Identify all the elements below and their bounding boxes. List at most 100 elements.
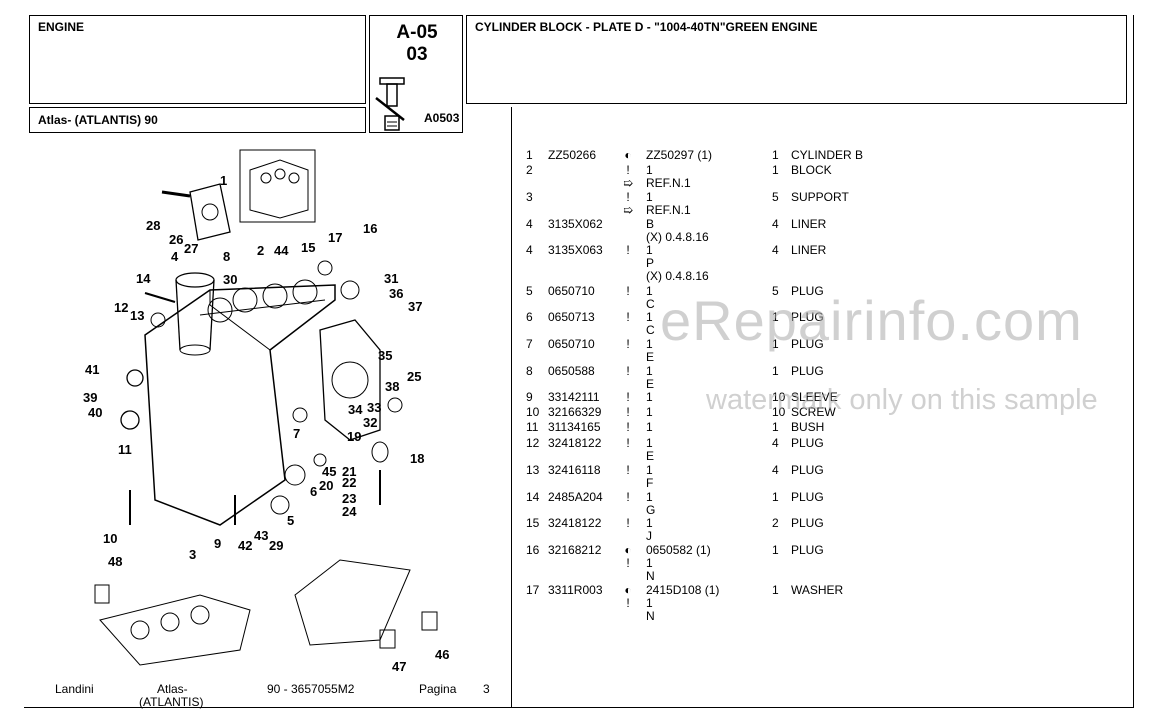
- part-name: PLUG: [791, 337, 824, 351]
- part-name: BUSH: [791, 420, 825, 434]
- part-code: 32168212: [548, 543, 602, 557]
- callout: 28: [146, 218, 161, 233]
- outer-bottom-border: [24, 707, 1134, 708]
- callout: 7: [293, 426, 301, 441]
- callout: 26: [169, 232, 184, 247]
- part-num: 11: [526, 420, 539, 434]
- exploded-diagram: [94, 149, 438, 666]
- callout: 34: [348, 402, 363, 417]
- callout: 5: [287, 513, 295, 528]
- callout: 29: [269, 538, 284, 553]
- part-name: SCREW: [791, 405, 836, 419]
- part-code: 0650588: [548, 364, 595, 378]
- part-name: BLOCK: [791, 163, 832, 177]
- callout: 47: [392, 659, 407, 674]
- part-desc: (X) 0.4.8.16: [646, 230, 709, 244]
- part-num: 17: [526, 583, 540, 597]
- callout: 6: [310, 484, 318, 499]
- exclamation-icon: !: [626, 364, 630, 378]
- callout: 13: [130, 308, 145, 323]
- callout: 14: [136, 271, 151, 286]
- outer-right-border: [1133, 15, 1134, 707]
- exclamation-icon: !: [626, 310, 630, 324]
- part-qty: 1: [772, 543, 779, 557]
- model-box: Atlas- (ATLANTIS) 90: [29, 107, 366, 133]
- part-code: 3135X063: [548, 243, 603, 257]
- part-desc: E: [646, 449, 655, 463]
- part-desc: G: [646, 503, 656, 517]
- part-desc: 1: [646, 420, 653, 434]
- part-qty: 1: [772, 490, 779, 504]
- exclamation-icon: !: [626, 420, 630, 434]
- part-qty: 1: [772, 310, 779, 324]
- callout: 30: [223, 272, 238, 287]
- exclamation-icon: !: [626, 490, 630, 504]
- exclamation-icon: !: [626, 556, 630, 570]
- part-desc: (X) 0.4.8.16: [646, 269, 709, 283]
- part-desc: E: [646, 350, 655, 364]
- exclamation-icon: !: [626, 163, 630, 177]
- footer-catalog: 90 - 3657055M2: [267, 682, 355, 696]
- ref-code: A0503: [424, 111, 460, 125]
- callout: 15: [301, 240, 316, 255]
- part-desc: REF.N.1: [646, 176, 691, 190]
- callout: 36: [389, 286, 404, 301]
- callout: 31: [384, 271, 399, 286]
- right-panel-border: [511, 107, 512, 707]
- part-desc: E: [646, 377, 655, 391]
- dot-icon: ◐: [624, 543, 632, 557]
- part-code: 3311R003: [548, 583, 603, 597]
- part-code: ZZ50266: [548, 148, 597, 162]
- callout: 35: [378, 348, 393, 363]
- part-qty: 4: [772, 243, 779, 257]
- exclamation-icon: !: [626, 463, 630, 477]
- part-desc: ZZ50297 (1): [646, 148, 713, 162]
- callout: 11: [118, 442, 132, 457]
- part-code: 32166329: [548, 405, 602, 419]
- part-num: 13: [526, 463, 540, 477]
- part-qty: 5: [772, 190, 779, 204]
- section-box: ENGINE: [29, 15, 366, 104]
- part-desc: 1: [646, 284, 653, 298]
- part-num: 10: [526, 405, 540, 419]
- part-desc: 1: [646, 436, 653, 450]
- part-name: PLUG: [791, 284, 824, 298]
- callout: 33: [367, 400, 382, 415]
- part-num: 5: [526, 284, 533, 298]
- callout: 20: [319, 478, 334, 493]
- callout: 18: [410, 451, 425, 466]
- part-desc: 1: [646, 364, 653, 378]
- part-name: LINER: [791, 217, 827, 231]
- part-name: WASHER: [791, 583, 844, 597]
- part-name: SLEEVE: [791, 390, 838, 404]
- callout: 32: [363, 415, 378, 430]
- part-qty: 10: [772, 405, 786, 419]
- footer-model-line2: (ATLANTIS): [139, 695, 204, 709]
- part-num: 4: [526, 217, 533, 231]
- part-num: 4: [526, 243, 533, 257]
- part-desc: C: [646, 323, 655, 337]
- watermark-brand: eRepairinfo.com: [660, 289, 1083, 352]
- part-num: 14: [526, 490, 540, 504]
- part-desc: 1: [646, 463, 653, 477]
- part-desc: 1: [646, 516, 653, 530]
- part-desc: 1: [646, 490, 653, 504]
- footer-brand: Landini: [55, 682, 94, 696]
- part-name: LINER: [791, 243, 827, 257]
- callout: 16: [363, 221, 378, 236]
- engine-part-icon: [375, 77, 405, 131]
- part-name: PLUG: [791, 463, 824, 477]
- part-name: PLUG: [791, 310, 824, 324]
- part-desc: J: [646, 529, 652, 543]
- part-desc: F: [646, 476, 654, 490]
- callout: 41: [85, 362, 100, 377]
- callout: 48: [108, 554, 123, 569]
- callout: 1: [220, 173, 228, 188]
- exclamation-icon: !: [626, 243, 630, 257]
- part-code: 0650710: [548, 284, 595, 298]
- part-name: PLUG: [791, 543, 824, 557]
- part-desc: C: [646, 297, 655, 311]
- part-qty: 5: [772, 284, 779, 298]
- part-desc: B: [646, 217, 655, 231]
- exclamation-icon: !: [626, 190, 630, 204]
